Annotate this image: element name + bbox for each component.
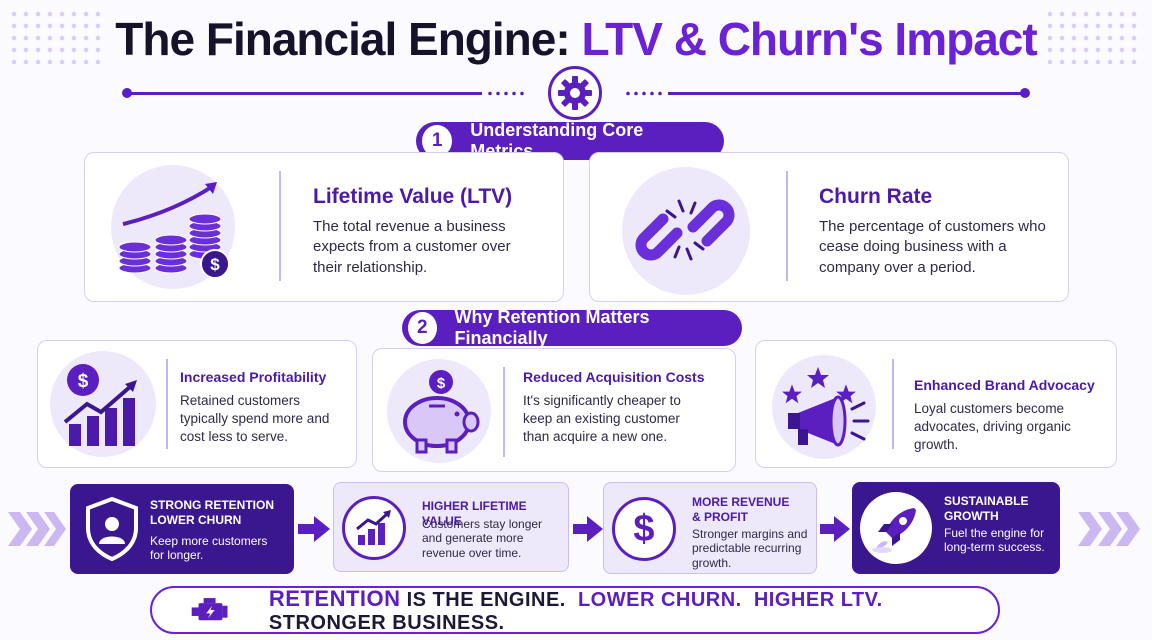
piggy-bank-icon: $ [403, 370, 480, 454]
ltv-divider [279, 171, 281, 281]
engine-icon [191, 598, 228, 621]
chevrons-left-icon [8, 512, 66, 546]
ltv-text: The total revenue a business expects fro… [313, 218, 511, 276]
flow-1-title: STRONG RETENTION LOWER CHURN [150, 498, 274, 528]
title-part-1: The Financial Engine: [115, 13, 582, 65]
acquisition-icon-bg: $ [387, 359, 491, 463]
flow-3-icon-bg: $ [612, 497, 676, 561]
divider-right [668, 92, 1023, 95]
flow-arrow-1-body [298, 524, 316, 534]
profitability-text: Retained customers typically spend more … [180, 393, 330, 445]
tagline-word-3: LOWER CHURN. [577, 588, 742, 611]
flow-1-text: Keep more customers for longer. [150, 534, 268, 563]
profitability-card: $ Increased Profitability Retained custo… [37, 340, 357, 468]
flow-3-title: MORE REVENUE & PROFIT [692, 495, 789, 525]
profitability-divider [166, 359, 168, 449]
profitability-icon-bg: $ [50, 351, 156, 457]
tagline-word-1: RETENTION [268, 585, 401, 611]
flow-1-title-line2: LOWER CHURN [150, 513, 242, 527]
growth-chart-icon [356, 510, 391, 545]
flow-2-text: Customers stay longer and generate more … [422, 517, 543, 560]
acquisition-card: $ Reduced Acquisition Costs It's signifi… [372, 348, 736, 472]
ltv-card: $ Lifetime Value (LTV) The total revenue… [84, 152, 564, 302]
svg-text:$: $ [78, 371, 89, 392]
flow-3-text: Stronger margins and predictable recurri… [692, 527, 808, 570]
divider-left [127, 92, 482, 95]
flow-4-title-line2: GROWTH [944, 509, 999, 523]
advocacy-text: Loyal customers become advocates, drivin… [914, 401, 1071, 453]
flow-1-title-line1: STRONG RETENTION [150, 498, 275, 512]
flow-arrow-2-icon [587, 516, 603, 542]
acquisition-title: Reduced Acquisition Costs [523, 369, 705, 385]
churn-title: Churn Rate [819, 185, 933, 208]
churn-divider [786, 171, 788, 281]
flow-3-title-line1: MORE REVENUE [692, 495, 790, 509]
gear-icon [558, 76, 592, 110]
bottom-tagline-bar: RETENTION IS THE ENGINE. LOWER CHURN. HI… [150, 586, 1000, 634]
divider-dots-left [486, 91, 526, 96]
churn-card: Churn Rate The percentage of customers w… [589, 152, 1069, 302]
shield-user-icon [86, 496, 138, 562]
section-2-number: 2 [408, 312, 437, 344]
profitability-title: Increased Profitability [180, 369, 327, 385]
divider-dots-right [624, 91, 664, 96]
svg-text:$: $ [437, 375, 446, 392]
ltv-icon-bg: $ [111, 165, 235, 289]
flow-step-retention: STRONG RETENTION LOWER CHURN Keep more c… [70, 484, 294, 574]
chevrons-right-icon [1078, 512, 1140, 546]
advocacy-title: Enhanced Brand Advocacy [914, 377, 1095, 393]
churn-text: The percentage of customers who cease do… [819, 218, 1046, 276]
divider-end-dot-right [1020, 88, 1030, 98]
advocacy-card: Enhanced Brand Advocacy Loyal customers … [755, 340, 1117, 468]
tagline: RETENTION IS THE ENGINE. LOWER CHURN. HI… [269, 586, 998, 635]
rocket-icon [872, 508, 916, 553]
ltv-title: Lifetime Value (LTV) [313, 185, 513, 208]
flow-arrow-1-icon [314, 516, 330, 542]
flow-3-title-line2: & PROFIT [692, 510, 748, 524]
page-title: The Financial Engine: LTV & Churn's Impa… [0, 12, 1152, 66]
gear-badge [548, 66, 602, 120]
megaphone-icon [782, 367, 870, 447]
flow-step-growth: SUSTAINABLE GROWTH Fuel the engine for l… [852, 482, 1060, 574]
svg-text:$: $ [210, 255, 220, 274]
churn-icon-bg [622, 167, 750, 295]
title-part-2: LTV & Churn's Impact [581, 13, 1037, 65]
section-1-number: 1 [422, 125, 453, 157]
tagline-word-5: STRONGER BUSINESS. [268, 611, 505, 634]
flow-2-icon-bg [342, 496, 406, 560]
flow-4-title: SUSTAINABLE GROWTH [944, 494, 1028, 524]
flow-arrow-3-icon [834, 516, 850, 542]
flow-4-text: Fuel the engine for long-term success. [944, 526, 1045, 555]
flow-step-revenue: $ MORE REVENUE & PROFIT Stronger margins… [603, 482, 817, 574]
decorative-dots-left [8, 8, 108, 68]
broken-chain-icon [635, 199, 735, 261]
dollar-icon: $ [633, 507, 655, 550]
advocacy-divider [892, 359, 894, 449]
advocacy-icon-bg [772, 355, 876, 459]
tagline-word-2: IS THE ENGINE. [400, 588, 566, 611]
flow-step-ltv: HIGHER LIFETIME VALUE Customers stay lon… [333, 482, 569, 572]
coin-stacks-growth-icon: $ [118, 182, 230, 279]
flow-arrow-3-body [820, 524, 836, 534]
decorative-dots-right [1044, 8, 1144, 68]
flow-4-icon-bg [860, 492, 932, 564]
section-2-label: Why Retention Matters Financially [454, 307, 650, 348]
flow-arrow-2-body [573, 524, 589, 534]
tagline-word-4: HIGHER LTV. [753, 588, 883, 611]
section-2-pill: 2 Why Retention Matters Financially [402, 307, 742, 348]
flow-4-title-line1: SUSTAINABLE [944, 494, 1029, 508]
acquisition-divider [503, 367, 505, 457]
acquisition-text: It's significantly cheaper to keep an ex… [523, 393, 681, 445]
profit-chart-icon: $ [63, 364, 137, 446]
flow-2-title: HIGHER LIFETIME VALUE [422, 499, 527, 528]
